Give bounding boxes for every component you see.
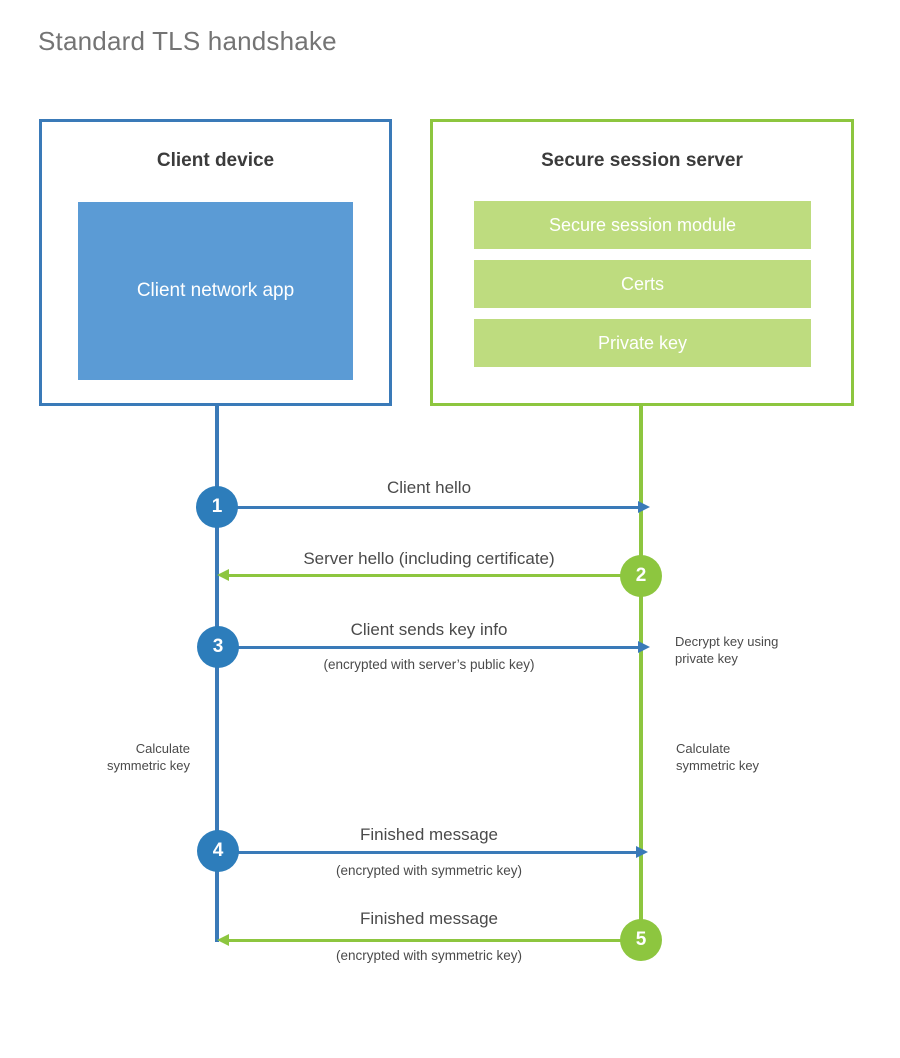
step-2-label: Server hello (including certificate)	[303, 549, 555, 568]
step-2-circle[interactable]: 2	[620, 555, 662, 597]
step-4-label: Finished message	[360, 825, 498, 844]
page-title: Standard TLS handshake	[38, 26, 337, 56]
secure-session-server-box: Secure session server Secure session mod…	[430, 119, 854, 406]
step-5-label: Finished message	[360, 909, 498, 928]
secure-session-server-title: Secure session server	[541, 150, 743, 171]
step-2-arrow	[217, 569, 641, 581]
step-4-circle[interactable]: 4	[197, 830, 239, 872]
server-lifeline	[639, 406, 643, 942]
arrow-head-left-icon	[217, 934, 229, 946]
step-5-circle[interactable]: 5	[620, 919, 662, 961]
step-1-label: Client hello	[386, 478, 472, 497]
step-4-arrow	[219, 846, 648, 858]
arrow-head-right-icon	[636, 846, 648, 858]
server-component-secure-session-module: Secure session module	[474, 201, 811, 249]
server-component-certs: Certs	[474, 260, 811, 308]
step-5-sublabel: (encrypted with symmetric key)	[335, 948, 523, 963]
client-network-app-block: Client network app	[78, 202, 353, 380]
client-device-title: Client device	[156, 150, 275, 171]
server-decrypt-note: Decrypt key using private key	[675, 634, 779, 667]
step-1-circle[interactable]: 1	[196, 486, 238, 528]
step-3-circle[interactable]: 3	[197, 626, 239, 668]
client-device-box: Client device Client network app	[39, 119, 392, 406]
step-1-arrow	[219, 501, 650, 513]
step-3-arrow	[219, 641, 650, 653]
step-3-label: Client sends key info	[350, 620, 508, 639]
arrow-head-left-icon	[217, 569, 229, 581]
server-component-private-key: Private key	[474, 319, 811, 367]
arrow-head-right-icon	[638, 641, 650, 653]
step-4-sublabel: (encrypted with symmetric key)	[335, 863, 523, 878]
step-3-sublabel: (encrypted with server’s public key)	[323, 657, 535, 672]
client-lifeline	[215, 406, 219, 942]
server-components-list: Secure session module Certs Private key	[474, 201, 811, 378]
server-calculate-symmetric-key-note: Calculate symmetric key	[676, 741, 760, 774]
client-calculate-symmetric-key-note: Calculate symmetric key	[106, 741, 190, 774]
step-5-arrow	[217, 934, 641, 946]
arrow-head-right-icon	[638, 501, 650, 513]
